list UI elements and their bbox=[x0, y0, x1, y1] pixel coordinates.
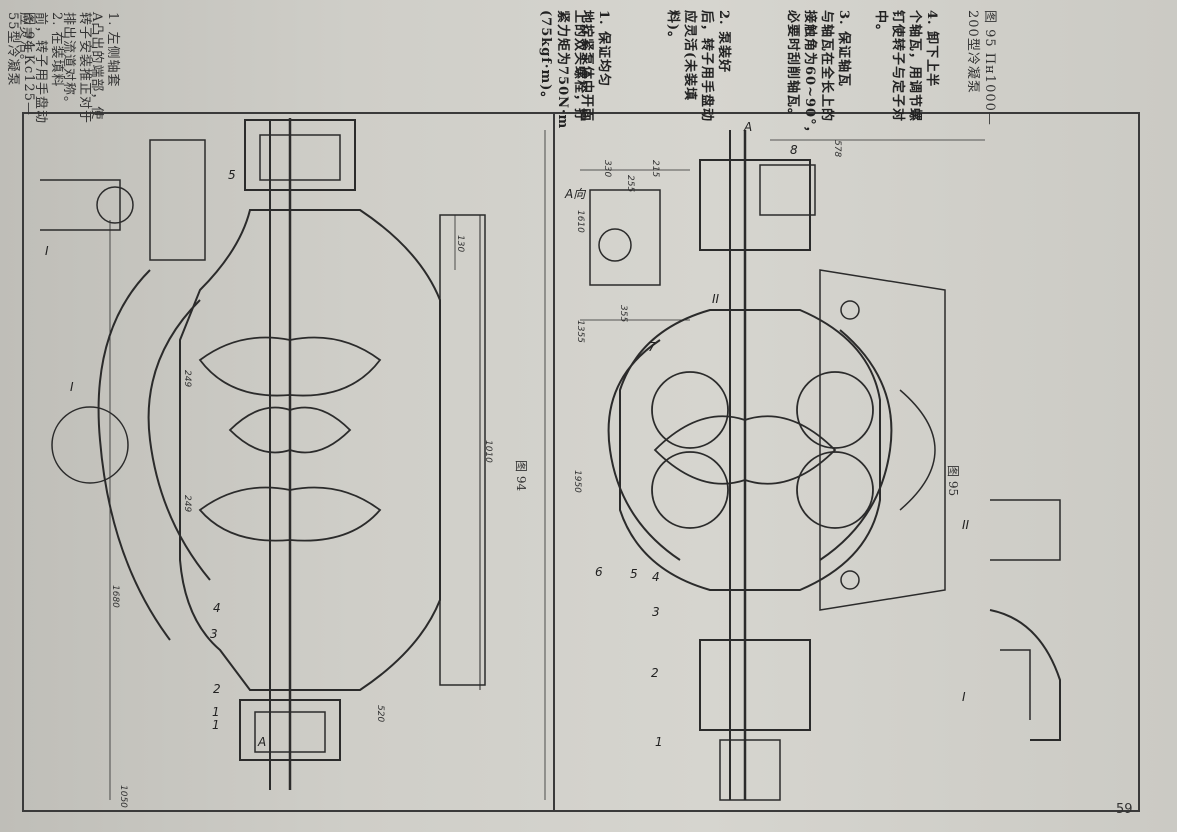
fig95-notes-col4: 3. 保证轴瓦 与轴瓦在全长上的 接触角为60~90°， 必要时刮削轴瓦。 bbox=[784, 10, 852, 140]
dim-1610: 1610 bbox=[575, 210, 585, 233]
fig94-notes-col2: 转子安装推正对于 排出流道对称。 bbox=[60, 12, 92, 124]
part-number: 1 bbox=[212, 718, 220, 732]
fig95-caption: 图 95 bbox=[946, 465, 960, 497]
dim-330: 330 bbox=[602, 160, 612, 178]
dim-255: 255 bbox=[625, 175, 635, 193]
dim-215: 215 bbox=[650, 160, 660, 178]
fig95-note-line: 2. 泵装好 bbox=[716, 10, 731, 74]
dim-1050: 1050 bbox=[118, 785, 128, 808]
part-number: 8 bbox=[790, 143, 798, 157]
label-A-fig94: A bbox=[258, 735, 267, 749]
fig95-drawing bbox=[544, 130, 1061, 801]
page-number: 59 bbox=[1116, 802, 1133, 817]
fig95-notes-col2: 上的双头螺栓，拧 紧力矩为750N·m (75kgf·m)。 bbox=[537, 10, 588, 129]
dim-249-b: 249 bbox=[182, 495, 192, 513]
label-I-fig95: I bbox=[962, 690, 966, 704]
part-number: 4 bbox=[213, 601, 221, 615]
part-number: 3 bbox=[210, 627, 218, 641]
label-I-fig94-b: I bbox=[70, 380, 74, 394]
label-A-view: A向 bbox=[565, 187, 586, 201]
label-II-b: II bbox=[962, 518, 970, 532]
dim-578: 578 bbox=[832, 140, 842, 158]
fig95-note-line: 应灵活(未装填 bbox=[682, 10, 697, 102]
dim-355: 355 bbox=[618, 305, 628, 323]
dim-1950: 1950 bbox=[572, 470, 582, 493]
fig95-note-line: (75kgf·m)。 bbox=[538, 10, 553, 106]
fig94-note-line: 1. 左侧轴套 bbox=[105, 12, 120, 88]
part-number: 5 bbox=[228, 168, 236, 182]
fig95-note-line: 后，转子用手盘动 bbox=[699, 10, 714, 123]
part-number: 1 bbox=[655, 735, 663, 749]
figure-divider bbox=[553, 112, 555, 812]
part-number: 3 bbox=[652, 605, 660, 619]
dim-130: 130 bbox=[455, 235, 465, 253]
part-number: 2 bbox=[213, 682, 221, 696]
fig95-note-line: 钉使转子与定子对 bbox=[890, 10, 905, 123]
fig95-note-line: 1. 保证均匀 bbox=[596, 10, 611, 88]
fig95-note-line: 与轴瓦在全长上的 bbox=[819, 10, 834, 123]
fig95-caption-line: 200型冷凝泵 bbox=[965, 10, 980, 94]
fig94-caption-line: 图 94 Кс125— bbox=[21, 12, 36, 116]
part-number: 4 bbox=[652, 570, 660, 584]
fig94-notes: 1. 左侧轴套 A凸出的端部，使 bbox=[88, 12, 120, 120]
fig95-notes-col3: 2. 泵装好 后，转子用手盘动 应灵活(未装填 料)。 bbox=[664, 10, 732, 122]
drawing-frame bbox=[22, 112, 1140, 812]
fig95-caption-line: 图 95 Пн1000— bbox=[982, 10, 997, 126]
dim-520: 520 bbox=[375, 705, 385, 723]
fig95-note-line: 4. 卸下上半 bbox=[924, 10, 939, 88]
fig95-note-line: 接触角为60~90°， bbox=[802, 10, 817, 140]
dim-1010: 1010 bbox=[483, 440, 493, 463]
fig95-note-line: 上的双头螺栓，拧 bbox=[572, 10, 587, 123]
dim-1680: 1680 bbox=[110, 585, 120, 608]
part-number: 6 bbox=[595, 565, 603, 579]
fig94-drawing bbox=[40, 118, 486, 800]
fig94-caption: 图 94 bbox=[514, 460, 528, 492]
part-number: 1 bbox=[212, 705, 220, 719]
fig95-note-line: 个轴瓦，用调节螺 bbox=[907, 10, 922, 123]
label-A-fig95: A bbox=[744, 120, 753, 134]
label-I-fig94: I bbox=[45, 244, 49, 258]
fig95-note-line: 3. 保证轴瓦 bbox=[836, 10, 851, 88]
label-II-a: II bbox=[712, 292, 720, 306]
fig94-note-line: 2. 在装填料 bbox=[49, 12, 64, 88]
fig94-note-line: 转子安装推正对于 bbox=[77, 12, 92, 125]
dim-249-a: 249 bbox=[182, 370, 192, 388]
fig95-note-line: 中。 bbox=[873, 10, 888, 39]
fig94-caption-text: 图 94 Кс125— 55型冷凝泵 bbox=[4, 12, 36, 116]
fig95-note-line: 料)。 bbox=[665, 10, 680, 46]
fig95-note-line: 必要时刮削轴瓦。 bbox=[785, 10, 800, 123]
dim-1355: 1355 bbox=[575, 320, 585, 343]
fig95-caption-text: 图 95 Пн1000— 200型冷凝泵 bbox=[964, 10, 998, 126]
fig95-notes-col5: 4. 卸下上半 个轴瓦，用调节螺 钉使转子与定子对 中。 bbox=[872, 10, 940, 122]
fig95-note-line: 紧力矩为750N·m bbox=[555, 10, 570, 130]
fig94-caption-line: 55型冷凝泵 bbox=[5, 12, 20, 87]
part-number: 7 bbox=[648, 340, 656, 354]
part-number: 5 bbox=[630, 567, 638, 581]
part-number: 2 bbox=[651, 666, 659, 680]
